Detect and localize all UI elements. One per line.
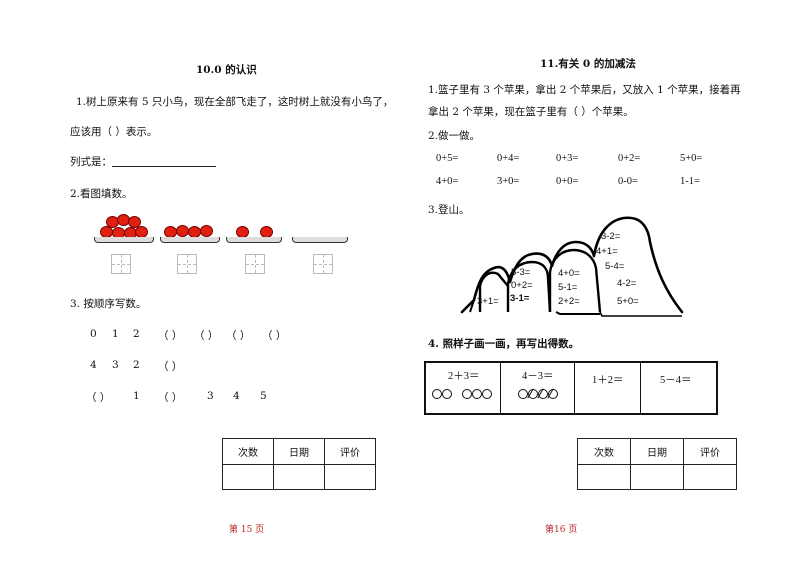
eval-cell[interactable] (630, 464, 684, 490)
seq-row2-3[interactable]: （ ） (158, 361, 183, 373)
right-q4-title: 4. 照样子画一画，再写出得数。 (428, 338, 580, 350)
seq-row3-0[interactable]: （ ） (86, 392, 111, 404)
mountain-big2-eq-1: 3-2= (601, 231, 621, 242)
draw-box-1-eq: 2＋3＝ (448, 371, 480, 382)
mountain-big2-eq-5: 5+0= (617, 296, 639, 307)
seq-row3-5: 5 (260, 390, 267, 402)
mountain-big2-eq-3: 5-4= (605, 261, 625, 272)
eval-header-rating: 评价 (683, 438, 737, 465)
seq-row3-2[interactable]: （ ） (158, 392, 183, 404)
left-eval-table: 次数 日期 评价 (222, 438, 376, 490)
left-page-title: 10.0 的认识 (196, 64, 257, 76)
answer-box-2[interactable] (177, 254, 197, 274)
formula-answer-line[interactable] (112, 166, 216, 167)
left-q1-line2: 应该用（ ）表示。 (70, 126, 158, 138)
calc-2-3: 0+0= (556, 176, 579, 187)
draw-box-table (424, 361, 718, 415)
apple-plate-empty (292, 210, 352, 246)
eval-cell[interactable] (577, 464, 631, 490)
mountain-big2-eq-2: 4+1= (596, 246, 618, 257)
right-q1-line1: 1.篮子里有 3 个苹果，拿出 2 个苹果后，又放入 1 个苹果，接着再 (428, 84, 741, 96)
formula-label: 列式是： (70, 156, 112, 168)
calc-2-4: 0-0= (618, 176, 638, 187)
seq-row3-1: 1 (133, 390, 140, 402)
seq-row2-2: 2 (133, 359, 140, 371)
apple-plate-5 (94, 210, 154, 246)
draw-box-4-eq[interactable]: 5－4＝ (660, 375, 692, 386)
calc-1-3: 0+3= (556, 153, 579, 164)
eval-cell[interactable] (324, 464, 376, 490)
apple-plate-2 (226, 210, 286, 246)
apple-plate-4 (160, 210, 220, 246)
calc-2-1: 4+0= (436, 176, 459, 187)
answer-box-3[interactable] (245, 254, 265, 274)
mountain-drawing (460, 216, 684, 317)
mountain-mid-eq-2: 0+2= (511, 280, 533, 291)
calc-2-2: 3+0= (497, 176, 520, 187)
seq-row1-6[interactable]: （ ） (262, 330, 287, 342)
calc-1-2: 0+4= (497, 153, 520, 164)
mountain-mid-eq-1: 5-3= (511, 267, 531, 278)
calc-1-4: 0+2= (618, 153, 641, 164)
left-q1-line1: 1.树上原来有 5 只小鸟，现在全部飞走了，这时树上就没有小鸟了， (76, 96, 394, 108)
eval-cell[interactable] (683, 464, 737, 490)
left-q2-title: 2.看图填数。 (70, 188, 133, 200)
seq-row3-3: 3 (207, 390, 214, 402)
calc-1-5: 5+0= (680, 153, 703, 164)
answer-box-1[interactable] (111, 254, 131, 274)
mountain-big2-eq-4: 4-2= (617, 278, 637, 289)
left-page-number: 第 15 页 (229, 525, 265, 535)
seq-row1-4[interactable]: （ ） (194, 330, 219, 342)
draw-box-2-circles (518, 388, 568, 401)
seq-row3-4: 4 (233, 390, 240, 402)
seq-row1-2: 2 (133, 328, 140, 340)
eval-header-rating: 评价 (324, 438, 376, 465)
eval-cell[interactable] (222, 464, 274, 490)
mountain-mid-eq-3: 3-1= (510, 293, 530, 304)
mountain-big1-eq-1: 4+0= (558, 268, 580, 279)
seq-row1-1: 1 (112, 328, 119, 340)
draw-box-1-circles (432, 389, 502, 401)
calc-1-1: 0+5= (436, 153, 459, 164)
left-q3-title: 3. 按顺序写数。 (70, 298, 147, 310)
right-q3-title: 3.登山。 (428, 204, 470, 216)
mountain-small-eq: 3+1= (477, 296, 499, 307)
eval-header-count: 次数 (222, 438, 274, 465)
mountain-big1-eq-3: 2+2= (558, 296, 580, 307)
seq-row2-1: 3 (112, 359, 119, 371)
right-page-title: 11.有关 0 的加减法 (540, 58, 636, 70)
draw-box-3-eq[interactable]: 1＋2＝ (592, 375, 624, 386)
right-page-number: 第16 页 (545, 525, 578, 535)
eval-header-date: 日期 (630, 438, 684, 465)
eval-header-count: 次数 (577, 438, 631, 465)
seq-row2-0: 4 (90, 359, 97, 371)
calc-2-5: 1-1= (680, 176, 700, 187)
seq-row1-3[interactable]: （ ） (158, 330, 183, 342)
draw-box-2-eq: 4－3＝ (522, 371, 554, 382)
seq-row1-0: 0 (90, 328, 97, 340)
eval-cell[interactable] (273, 464, 325, 490)
mountain-big1-eq-2: 5-1= (558, 282, 578, 293)
right-q1-line2: 拿出 2 个苹果，现在篮子里有（ ）个苹果。 (428, 106, 634, 118)
right-q2-title: 2.做一做。 (428, 130, 481, 142)
right-eval-table: 次数 日期 评价 (577, 438, 737, 490)
answer-box-4[interactable] (313, 254, 333, 274)
eval-header-date: 日期 (273, 438, 325, 465)
seq-row1-5[interactable]: （ ） (226, 330, 251, 342)
